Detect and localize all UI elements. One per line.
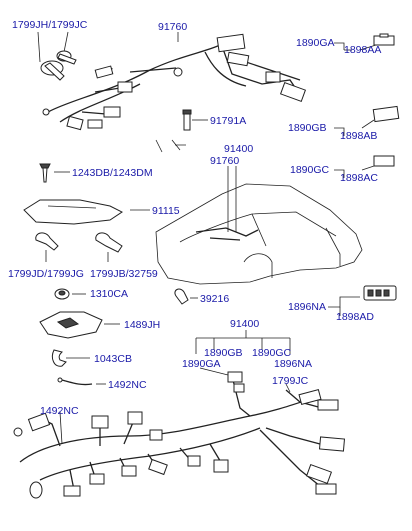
label-1489jh[interactable]: 1489JH [124, 319, 160, 331]
label-1896na-right[interactable]: 1896NA [288, 301, 326, 313]
cover-1489jh-icon[interactable] [39, 311, 120, 339]
svg-text:1243DB/1243DM: 1243DB/1243DM [72, 167, 153, 179]
label-1492nc-left[interactable]: 1492NC [40, 405, 79, 417]
grommet-1310ca-icon[interactable] [54, 288, 86, 300]
label-1890ga[interactable]: 1890GA [296, 37, 335, 49]
label-91760-mid[interactable]: 91760 [210, 155, 239, 167]
label-1243db[interactable]: 1243DB [72, 167, 110, 179]
label-1799jh[interactable]: 1799JH [12, 19, 48, 31]
connector-1896na-icon[interactable] [328, 285, 397, 316]
label-91400-bottom[interactable]: 91400 [230, 318, 259, 330]
label-1043cb[interactable]: 1043CB [94, 353, 132, 365]
label-1898ab[interactable]: 1898AB [340, 130, 377, 142]
label-1898ac[interactable]: 1898AC [340, 172, 378, 184]
svg-text:1799JB/32759: 1799JB/32759 [90, 268, 158, 280]
label-91400-mid[interactable]: 91400 [224, 143, 253, 155]
svg-text:1799JD/1799JG: 1799JD/1799JG [8, 268, 84, 280]
callout-labels: 1799JH/1799JC 91760 1890GA 1898AA 91791A… [8, 19, 381, 417]
clip-1799jb-icon[interactable] [95, 232, 123, 262]
clip-39216-icon[interactable] [174, 288, 198, 305]
label-32759[interactable]: 32759 [129, 268, 158, 280]
connector-1890gc-icon[interactable] [334, 155, 395, 178]
label-1890gb-bottom[interactable]: 1890GB [204, 347, 243, 359]
tie-1492nc-icon[interactable] [57, 377, 106, 386]
label-1243dm[interactable]: 1243DM [113, 167, 153, 179]
label-39216[interactable]: 39216 [200, 293, 229, 305]
vehicle-outline-icon [155, 166, 363, 285]
label-1799jc-bottom[interactable]: 1799JC [272, 375, 309, 387]
label-1896na-bottom[interactable]: 1896NA [274, 358, 312, 370]
svg-text:1799JH/1799JC: 1799JH/1799JC [12, 19, 88, 31]
clip-1799jd-icon[interactable] [35, 232, 59, 262]
clip-1799jh-icon[interactable] [37, 31, 65, 81]
screw-1243db-icon[interactable] [39, 163, 70, 183]
label-separator: / [126, 268, 129, 280]
label-1310ca[interactable]: 1310CA [90, 288, 128, 300]
clamp-1043cb-icon[interactable] [51, 349, 90, 367]
label-1890ga-bottom[interactable]: 1890GA [182, 358, 221, 370]
label-91760-top[interactable]: 91760 [158, 21, 187, 33]
connector-1890ga-icon[interactable] [334, 33, 395, 51]
connector-1890gb-icon[interactable] [334, 105, 400, 136]
harness-91760-top-icon[interactable] [42, 32, 307, 131]
harness-91400-bottom-icon[interactable] [13, 330, 346, 499]
label-91791a[interactable]: 91791A [210, 115, 246, 127]
label-1890gc-bottom[interactable]: 1890GC [252, 347, 292, 359]
label-1799jd[interactable]: 1799JD [8, 268, 45, 280]
bracket-91115-icon[interactable] [23, 199, 150, 225]
label-1898ad[interactable]: 1898AD [336, 311, 374, 323]
label-1890gb[interactable]: 1890GB [288, 122, 327, 134]
label-1799jc-top[interactable]: 1799JC [51, 19, 88, 31]
label-1898aa[interactable]: 1898AA [344, 44, 381, 56]
label-separator: / [48, 19, 51, 31]
label-separator: / [110, 167, 113, 179]
bolt-91791a-icon[interactable] [155, 109, 208, 153]
label-separator: / [44, 268, 47, 280]
label-1799jg[interactable]: 1799JG [47, 268, 84, 280]
label-1492nc-mid[interactable]: 1492NC [108, 379, 147, 391]
label-91115[interactable]: 91115 [152, 205, 180, 217]
label-1890gc[interactable]: 1890GC [290, 164, 330, 176]
label-1799jb[interactable]: 1799JB [90, 268, 126, 280]
clip-1799jc-icon[interactable] [56, 31, 77, 65]
